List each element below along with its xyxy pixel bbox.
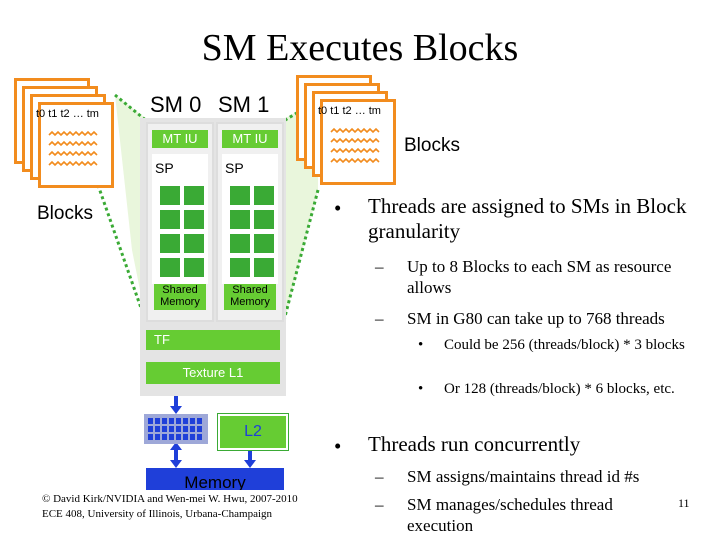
sm0-sp-label: SP (155, 160, 174, 176)
threads-label-left: t0 t1 t2 … tm (36, 108, 99, 120)
sm0-panel: MT IU SP Shared Memory (146, 122, 214, 322)
sm1-sp-area: SP (222, 154, 278, 284)
sm0-shared-memory: Shared Memory (154, 284, 206, 310)
texture-l1-bar: Texture L1 (146, 362, 280, 384)
l2-cache: L2 (218, 414, 288, 450)
sp-core (230, 210, 250, 229)
block-card (38, 102, 114, 188)
sub-bullet-1-2: SM in G80 can take up to 768 threads (407, 309, 665, 328)
bullet-2-marker: • (334, 434, 342, 458)
sp-core (160, 234, 180, 253)
slide-title: SM Executes Blocks (201, 27, 519, 69)
footer-line-2: ECE 408, University of Illinois, Urbana-… (42, 508, 273, 520)
sp-core (230, 258, 250, 277)
sm1-label: SM 1 (218, 92, 270, 117)
sp-core (230, 234, 250, 253)
sp-core (160, 210, 180, 229)
left-wedge (115, 95, 148, 330)
bullet-2-text: Threads run concurrently (368, 432, 581, 456)
texture-filter-bar: TF (146, 330, 280, 350)
sub-bullet-marker: – (375, 495, 384, 514)
sm1-sp-label: SP (225, 160, 244, 176)
sub-bullet-marker: – (375, 467, 384, 486)
sub-sub-bullet-marker: • (418, 381, 424, 397)
sub-bullet-marker: – (375, 309, 384, 328)
sp-core (254, 210, 274, 229)
bullet-1-marker: • (334, 196, 342, 220)
sp-core (254, 234, 274, 253)
footer-line-1: © David Kirk/NVIDIA and Wen-mei W. Hwu, … (42, 493, 298, 505)
sm1-panel: MT IU SP Shared Memory (216, 122, 284, 322)
sub-sub-bullet-1: Could be 256 (threads/block) * 3 blocks (444, 337, 685, 353)
sp-core (184, 258, 204, 277)
sub-sub-bullet-2: Or 128 (threads/block) * 6 blocks, etc. (444, 381, 675, 397)
sub-bullet-marker: – (375, 257, 384, 276)
blocks-label-right: Blocks (404, 135, 460, 156)
sp-core (160, 186, 180, 205)
sm0-mtiu: MT IU (152, 130, 208, 148)
sp-core (230, 186, 250, 205)
sub-bullet-2-2: SM manages/schedules thread execution (407, 495, 613, 535)
thread-squiggles (330, 127, 380, 164)
sub-sub-bullet-marker: • (418, 337, 424, 353)
blocks-label-left: Blocks (37, 203, 93, 224)
sub-bullet-2-1: SM assigns/maintains thread id #s (407, 467, 640, 486)
sp-core (184, 210, 204, 229)
sm0-sp-area: SP (152, 154, 208, 284)
page-number: 11 (678, 496, 690, 510)
footer-credit: © David Kirk/NVIDIA and Wen-mei W. Hwu, … (42, 492, 298, 522)
cache-grid-cells (148, 418, 202, 440)
sm1-shared-memory: Shared Memory (224, 284, 276, 310)
sub-bullet-1-1: Up to 8 Blocks to each SM as resource al… (407, 257, 672, 297)
sp-core (184, 234, 204, 253)
sm0-label: SM 0 (150, 92, 202, 117)
block-card (320, 99, 396, 185)
threads-label-right: t0 t1 t2 … tm (318, 105, 381, 117)
left-top-dotted-line (114, 93, 149, 124)
sp-core (254, 258, 274, 277)
cache-grid (144, 414, 208, 444)
memory-bar: Memory (146, 468, 284, 490)
sm1-mtiu: MT IU (222, 130, 278, 148)
thread-squiggles (48, 130, 98, 167)
sp-core (184, 186, 204, 205)
sp-core (160, 258, 180, 277)
bullet-1-text: Threads are assigned to SMs in Block gra… (368, 194, 687, 243)
sp-core (254, 186, 274, 205)
left-bottom-dotted-line (96, 184, 150, 329)
